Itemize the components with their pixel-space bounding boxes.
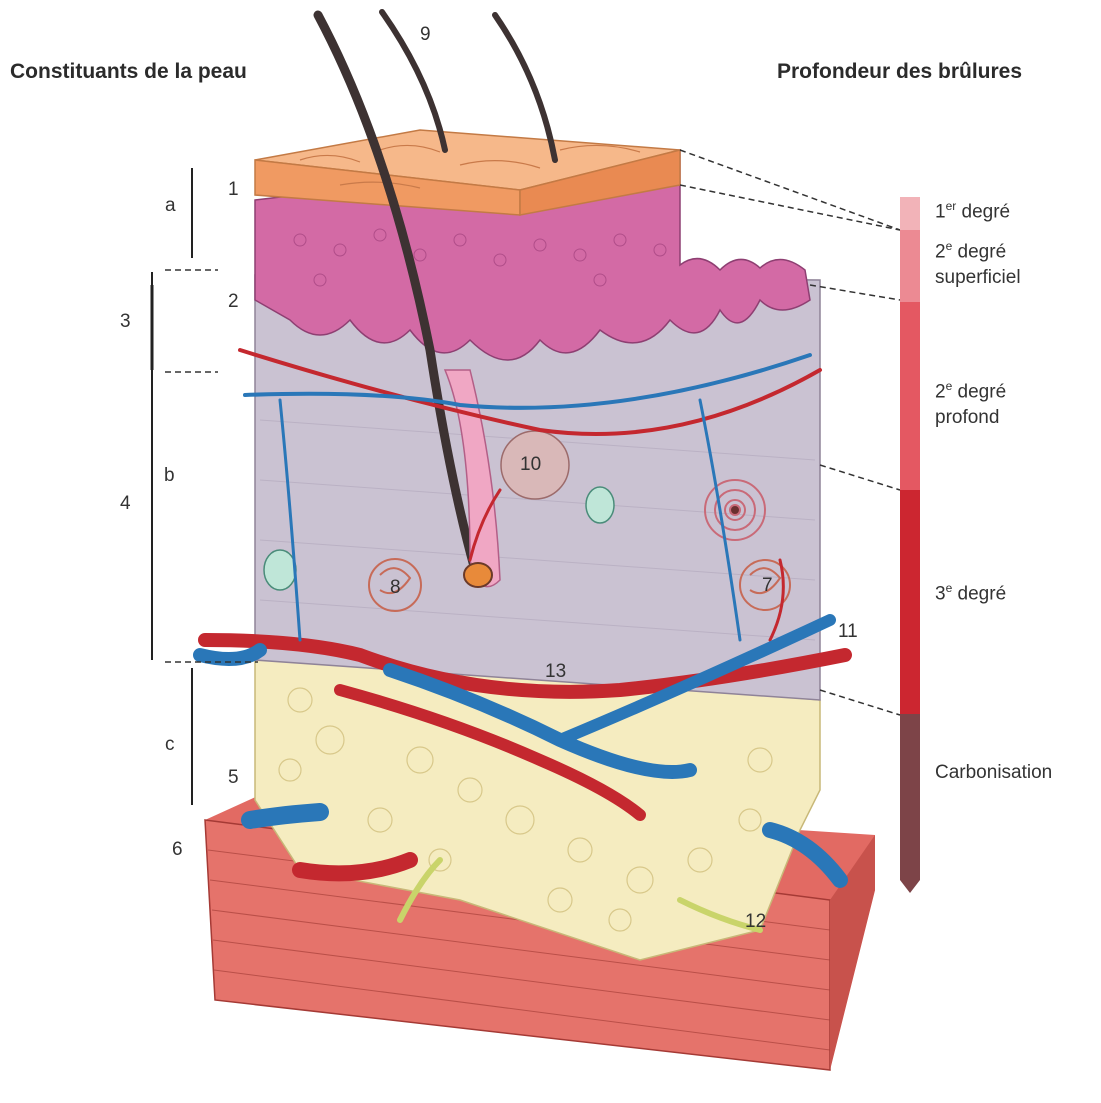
label-3: 3 [120,312,131,331]
label-5: 5 [228,768,239,787]
label-8: 8 [390,578,401,597]
label-4: 4 [120,494,131,513]
bar-carbonisation [900,714,920,893]
label-12: 12 [745,912,766,931]
label-7: 7 [762,576,773,595]
burn-depth-bar [900,197,920,893]
label-10: 10 [520,455,541,474]
layer-letter-b: b [164,466,175,485]
bar-second-deep [900,302,920,490]
bar-third-degree [900,490,920,714]
label-2: 2 [228,292,239,311]
label-11: 11 [838,622,858,641]
label-9: 9 [420,25,431,44]
label-13: 13 [545,662,566,681]
label-6: 6 [172,840,183,859]
layer-letter-c: c [165,735,175,754]
left-brackets [152,168,192,805]
burn-label-carbonisation: Carbonisation [935,760,1052,786]
bar-second-superficial [900,230,920,302]
pacinian-corpuscle [705,480,765,540]
burn-label-second-superficial: 2e degré superficiel [935,238,1021,291]
bar-first-degree [900,197,920,230]
burn-label-second-deep: 2e degré profond [935,378,1006,431]
label-1: 1 [228,180,239,199]
burn-label-first-degree: 1er degré [935,198,1010,225]
layer-boundaries-left [165,270,258,662]
burn-label-third-degree: 3e degré [935,580,1006,607]
layer-letter-a: a [165,196,176,215]
